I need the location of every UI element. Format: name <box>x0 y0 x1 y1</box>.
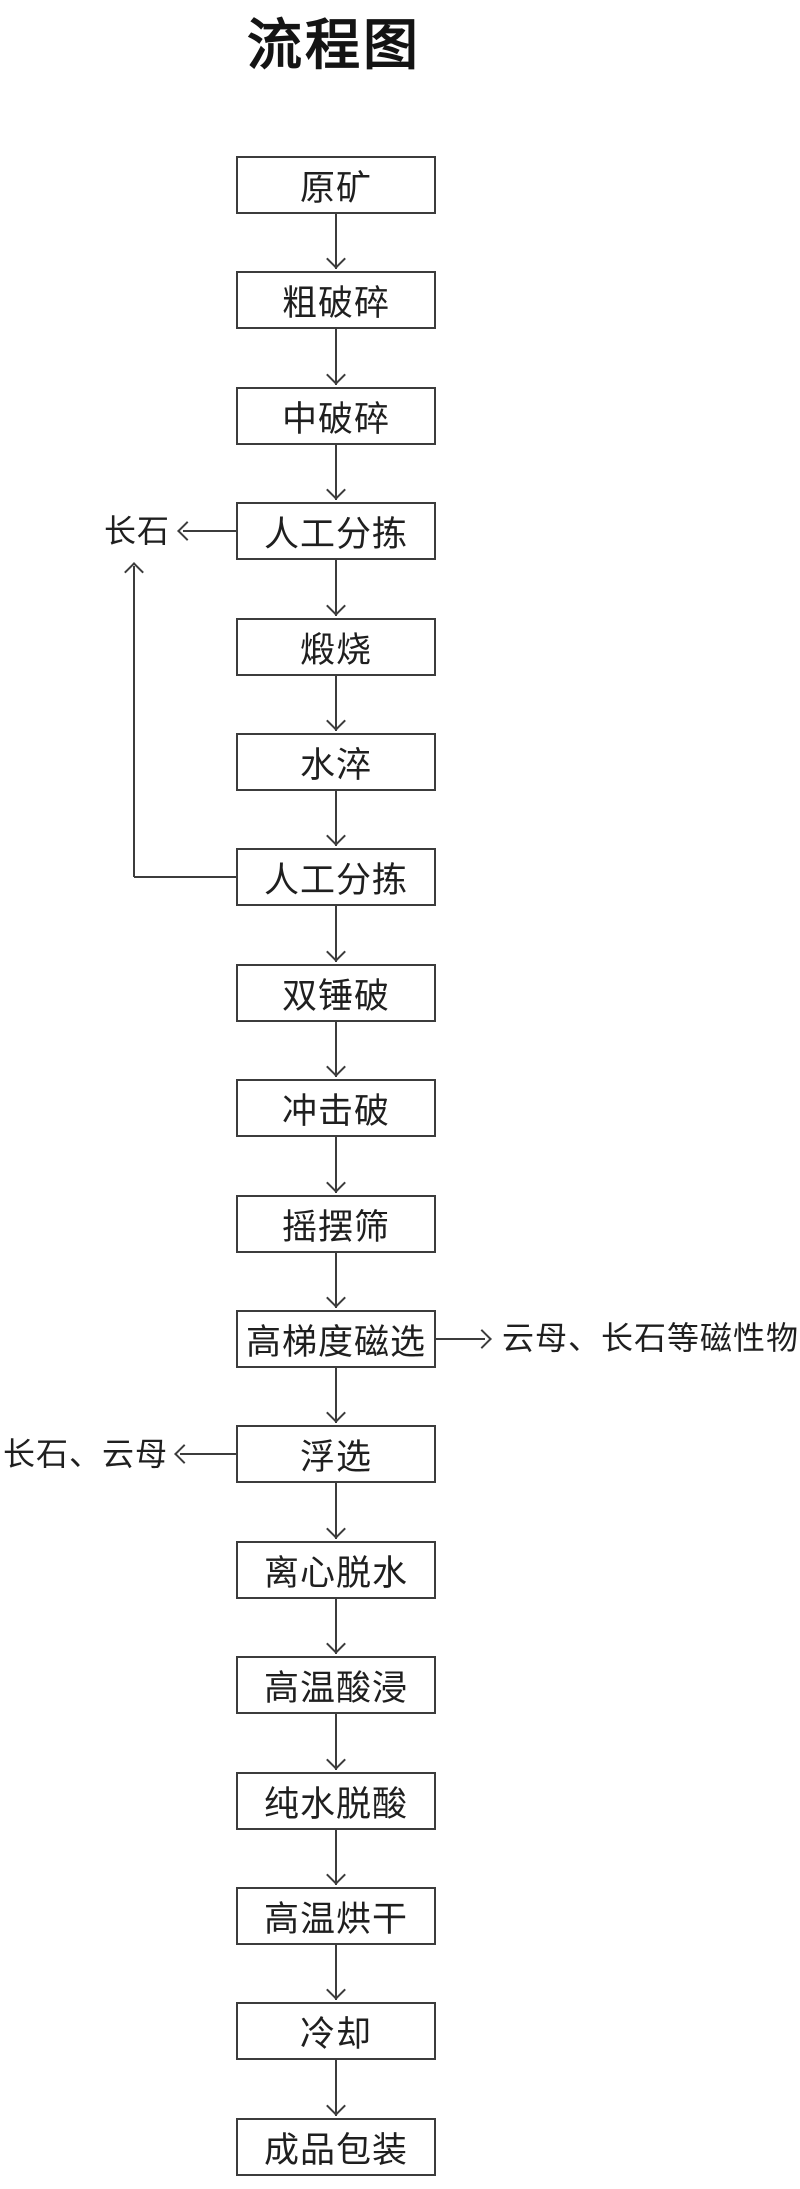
flow-node-label: 原矿 <box>299 168 372 209</box>
arrow-down-icon <box>326 826 346 846</box>
branch-line <box>183 530 236 532</box>
connector-line <box>335 791 337 846</box>
arrow-right-icon <box>472 1329 492 1349</box>
flow-node-box: 人工分拣 <box>236 502 436 560</box>
flow-node-label: 双锤破 <box>281 976 390 1017</box>
arrow-down-icon <box>326 1288 346 1308</box>
flow-node-box: 浮选 <box>236 1425 436 1483</box>
connector-line <box>335 560 337 616</box>
arrow-up-icon <box>124 562 144 582</box>
flow-node-label: 冲击破 <box>281 1091 390 1132</box>
flow-node-box: 原矿 <box>236 156 436 214</box>
connector-line <box>335 329 337 385</box>
arrow-down-icon <box>326 249 346 269</box>
connector-line <box>335 1253 337 1308</box>
arrow-down-icon <box>326 1519 346 1539</box>
flow-node-box: 煅烧 <box>236 618 436 676</box>
connector-line <box>335 2060 337 2116</box>
flow-node-label: 人工分拣 <box>263 514 408 555</box>
connector-line <box>335 445 337 500</box>
arrow-down-icon <box>326 2096 346 2116</box>
flow-node-label: 浮选 <box>299 1437 372 1478</box>
connector-line <box>335 1945 337 2000</box>
arrow-down-icon <box>326 1173 346 1193</box>
connector-line <box>335 1599 337 1654</box>
flow-node-box: 成品包装 <box>236 2118 436 2176</box>
flow-node-box: 双锤破 <box>236 964 436 1022</box>
flow-node-box: 中破碎 <box>236 387 436 445</box>
flow-node-box: 冷却 <box>236 2002 436 2060</box>
flow-node-label: 水淬 <box>299 745 372 786</box>
branch-label: 长石、云母 <box>2 1435 168 1473</box>
arrow-down-icon <box>326 1057 346 1077</box>
flow-node-label: 人工分拣 <box>263 860 408 901</box>
branch-line <box>133 566 135 877</box>
arrow-left-icon <box>174 1444 194 1464</box>
connector-line <box>335 214 337 269</box>
flow-node-label: 高温酸浸 <box>263 1668 408 1709</box>
arrow-down-icon <box>326 1865 346 1885</box>
arrow-down-icon <box>326 1750 346 1770</box>
flow-node-box: 高梯度磁选 <box>236 1310 436 1368</box>
branch-line <box>436 1338 485 1340</box>
arrow-down-icon <box>326 365 346 385</box>
connector-line <box>335 906 337 962</box>
page-title: 流程图 <box>246 13 422 77</box>
arrow-down-icon <box>326 711 346 731</box>
flow-node-label: 高梯度磁选 <box>245 1322 426 1363</box>
arrow-down-icon <box>326 596 346 616</box>
flow-node-label: 煅烧 <box>299 630 372 671</box>
flow-node-label: 高温烘干 <box>263 1899 408 1940</box>
arrow-down-icon <box>326 1634 346 1654</box>
branch-label: 云母、长石等磁性物 <box>502 1319 800 1357</box>
flow-node-label: 摇摆筛 <box>281 1207 390 1248</box>
connector-line <box>335 1368 337 1423</box>
arrow-down-icon <box>326 942 346 962</box>
branch-line <box>134 876 236 878</box>
flow-node-label: 冷却 <box>299 2014 372 2055</box>
branch-label: 长石 <box>103 512 170 550</box>
flow-node-label: 粗破碎 <box>281 283 390 324</box>
connector-line <box>335 1022 337 1077</box>
arrow-down-icon <box>326 1403 346 1423</box>
flow-node-box: 高温烘干 <box>236 1887 436 1945</box>
connector-line <box>335 676 337 731</box>
flow-node-box: 离心脱水 <box>236 1541 436 1599</box>
flow-node-box: 人工分拣 <box>236 848 436 906</box>
arrow-down-icon <box>326 1980 346 2000</box>
connector-line <box>335 1830 337 1885</box>
flow-node-box: 高温酸浸 <box>236 1656 436 1714</box>
flow-node-label: 成品包装 <box>263 2130 408 2171</box>
arrow-down-icon <box>326 480 346 500</box>
flow-node-box: 纯水脱酸 <box>236 1772 436 1830</box>
connector-line <box>335 1483 337 1539</box>
flow-node-box: 摇摆筛 <box>236 1195 436 1253</box>
flow-node-box: 冲击破 <box>236 1079 436 1137</box>
flow-node-box: 水淬 <box>236 733 436 791</box>
connector-line <box>335 1714 337 1770</box>
flow-node-box: 粗破碎 <box>236 271 436 329</box>
branch-line <box>180 1453 236 1455</box>
connector-line <box>335 1137 337 1193</box>
flow-node-label: 中破碎 <box>281 399 390 440</box>
flow-node-label: 纯水脱酸 <box>263 1784 408 1825</box>
arrow-left-icon <box>177 521 197 541</box>
flow-node-label: 离心脱水 <box>263 1553 408 1594</box>
